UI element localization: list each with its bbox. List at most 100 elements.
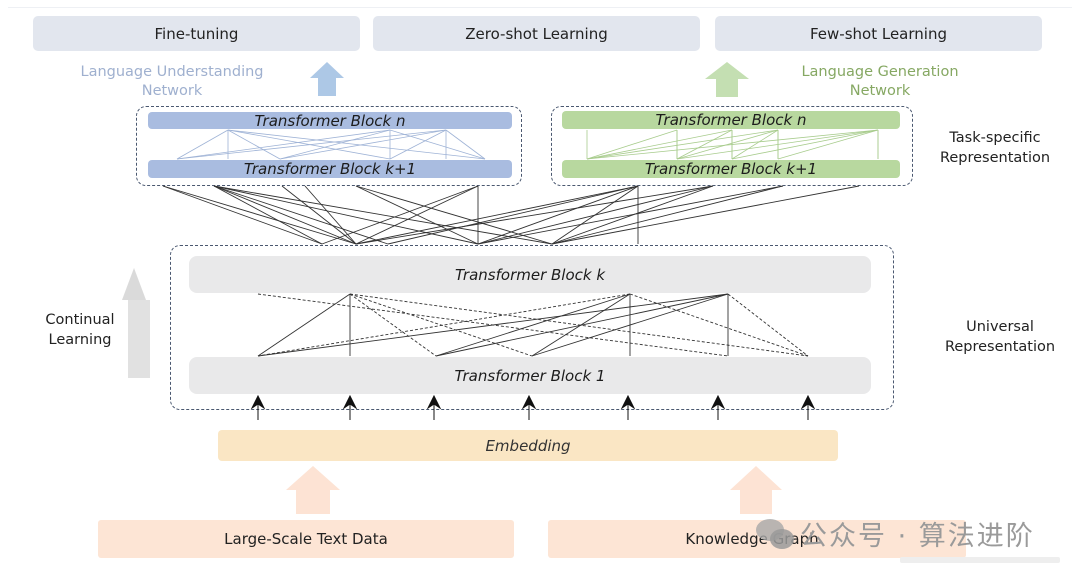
blue-connection-line	[389, 129, 447, 160]
universal-line	[349, 293, 437, 357]
blue-up-arrow-icon	[310, 62, 344, 96]
watermark-url-blur	[900, 557, 1060, 563]
wechat-logo-icon	[752, 515, 802, 555]
inter-layer-line	[551, 185, 784, 245]
transformer-block-1: Transformer Block 1	[189, 357, 871, 394]
understanding-network-group	[136, 106, 522, 186]
universal-label: Universal Representation	[935, 317, 1065, 357]
blue-connection-line	[176, 129, 229, 160]
source-text-data: Large-Scale Text Data	[98, 520, 514, 558]
blue-connection-line	[227, 129, 281, 160]
inter-layer-line	[304, 185, 357, 245]
green-transformer-block-n: Transformer Block n	[562, 111, 900, 129]
source-label: Large-Scale Text Data	[224, 530, 388, 548]
inter-layer-line	[213, 185, 357, 245]
task-label: Fine-tuning	[154, 24, 239, 43]
inter-layer-connection-lines	[162, 185, 860, 245]
blue-transformer-block-n: Transformer Block n	[148, 111, 512, 130]
green-connection-lines	[586, 129, 879, 160]
blue-connection-line	[389, 129, 486, 160]
green-connection-line	[676, 129, 779, 160]
generation-network-label: Language Generation Network	[770, 63, 990, 101]
task-zero-shot: Zero-shot Learning	[373, 16, 700, 51]
green-connection-line	[676, 129, 879, 160]
label-line: Network	[849, 83, 911, 99]
input-arrows	[250, 394, 816, 420]
universal-line	[629, 293, 809, 357]
universal-line	[349, 293, 809, 357]
input-arrow-head-icon	[250, 394, 266, 410]
task-label: Zero-shot Learning	[465, 24, 608, 43]
inter-layer-line	[477, 185, 714, 245]
inter-layer-line	[355, 185, 553, 245]
green-up-arrow-icon	[705, 62, 749, 97]
green-transformer-block-k1: Transformer Block k+1	[562, 160, 900, 178]
green-connection-line	[676, 129, 733, 160]
inter-layer-line	[387, 185, 639, 245]
inter-layer-line	[477, 185, 784, 245]
label-line: Representation	[939, 150, 1051, 166]
inter-layer-line	[355, 185, 479, 245]
block-label: Transformer Block n	[655, 111, 807, 129]
understanding-network-label: Language Understanding Network	[62, 63, 282, 101]
input-arrow-head-icon	[426, 394, 442, 410]
blue-connection-lines	[176, 129, 486, 160]
inter-layer-line	[213, 185, 553, 245]
embedding-layer: Embedding	[218, 430, 838, 461]
green-connection-line	[731, 129, 779, 160]
blue-connection-line	[279, 129, 447, 160]
task-specific-label: Task-specific Representation	[930, 128, 1060, 168]
label-line: Language Generation	[801, 64, 959, 80]
block-label: Transformer Block k+1	[243, 160, 417, 178]
continual-learning-arrow-head-icon	[122, 268, 146, 300]
inter-layer-line	[213, 185, 479, 245]
label-line: Language Understanding	[80, 64, 264, 80]
input-arrow-head-icon	[620, 394, 636, 410]
input-arrow-head-icon	[800, 394, 816, 410]
green-connection-line	[586, 129, 779, 160]
blue-connection-line	[227, 129, 486, 160]
text-source-up-arrow-icon	[286, 466, 340, 514]
inter-layer-line	[162, 185, 323, 245]
blue-connection-line	[176, 129, 391, 160]
inter-layer-line	[321, 185, 479, 245]
block-label: Transformer Block k	[454, 265, 606, 284]
universal-line	[257, 293, 351, 357]
block-label: Transformer Block 1	[454, 366, 606, 385]
universal-line	[435, 293, 631, 357]
continual-learning-label: Continual Learning	[30, 310, 130, 350]
universal-line	[349, 293, 533, 357]
embedding-label: Embedding	[485, 436, 571, 455]
green-connection-line	[731, 129, 879, 160]
input-arrow-head-icon	[342, 394, 358, 410]
blue-connection-line	[279, 129, 391, 160]
blue-transformer-block-k1: Transformer Block k+1	[148, 160, 512, 178]
watermark-text: 公众号 · 算法进阶	[800, 521, 1035, 552]
label-line: Task-specific	[949, 130, 1041, 146]
task-fine-tuning: Fine-tuning	[33, 16, 360, 51]
universal-line	[257, 293, 631, 357]
universal-connection-lines	[257, 293, 809, 357]
continual-learning-arrow-shaft	[128, 300, 150, 378]
transformer-block-k: Transformer Block k	[189, 256, 871, 293]
inter-layer-line	[213, 185, 323, 245]
label-line: Learning	[48, 332, 112, 348]
top-divider	[8, 7, 1072, 8]
label-line: Representation	[944, 339, 1056, 355]
inter-layer-line	[551, 185, 860, 245]
universal-line	[727, 293, 809, 357]
inter-layer-line	[281, 185, 357, 245]
inter-layer-line	[213, 185, 389, 245]
green-connection-line	[586, 129, 678, 160]
label-line: Network	[141, 83, 203, 99]
block-label: Transformer Block n	[254, 111, 406, 130]
green-connection-line	[586, 129, 879, 160]
blue-connection-line	[445, 129, 486, 160]
universal-line	[435, 293, 729, 357]
generation-network-group	[551, 106, 913, 186]
block-label: Transformer Block k+1	[644, 160, 818, 178]
inter-layer-line	[355, 185, 714, 245]
universal-representation-group	[170, 245, 894, 410]
label-line: Universal	[966, 319, 1034, 335]
